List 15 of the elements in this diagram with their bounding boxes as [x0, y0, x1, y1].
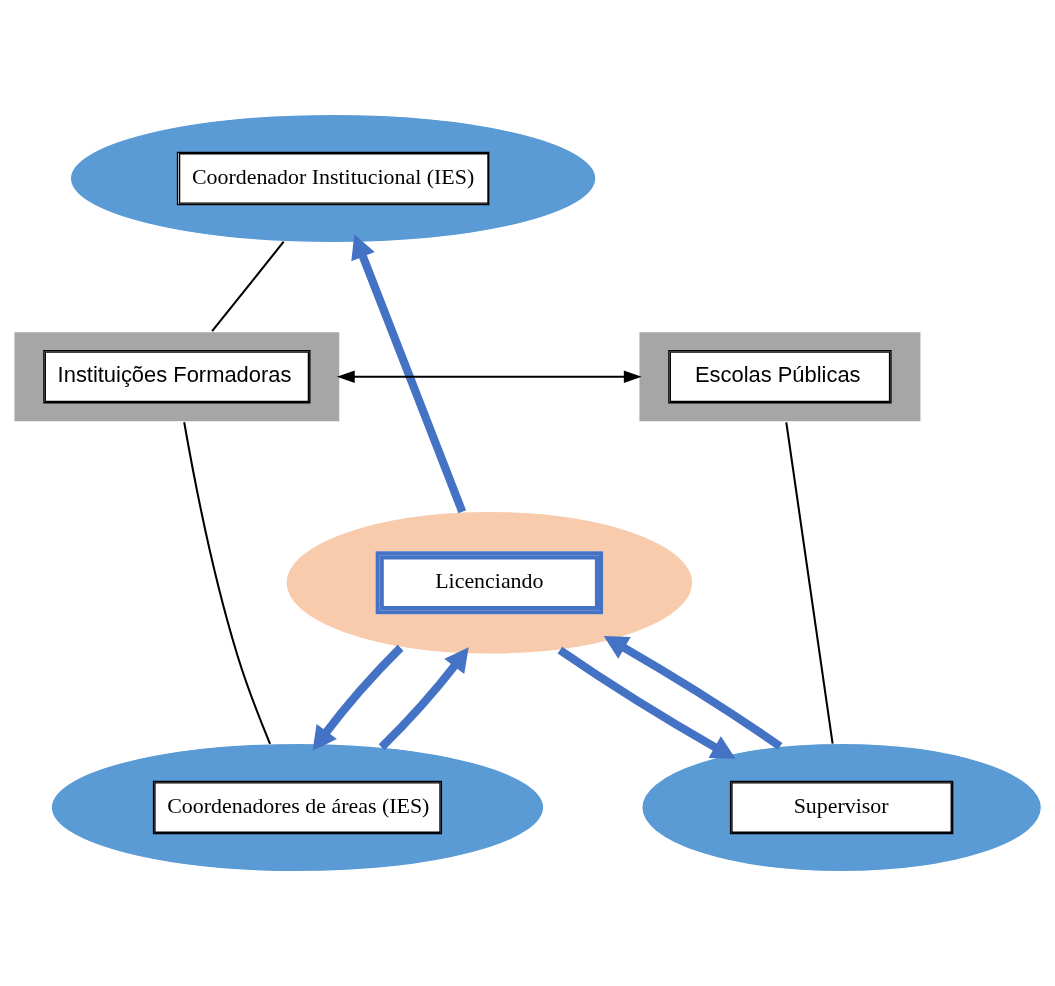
node-ellipse: Supervisor	[641, 742, 1043, 873]
arrow	[378, 647, 469, 751]
connector	[785, 422, 834, 744]
node-ellipse: Coordenador Institucional (IES)	[69, 113, 597, 244]
arrow	[336, 370, 642, 383]
node-box: Escolas Públicas	[638, 330, 922, 423]
connector	[211, 241, 285, 332]
connector	[183, 422, 271, 745]
node-box: Instituições Formadoras	[13, 330, 341, 423]
arrow	[557, 646, 736, 759]
node-ellipse: Coordenadores de áreas (IES)	[50, 742, 545, 873]
arrow	[603, 636, 783, 750]
arrow	[312, 644, 404, 751]
arrow	[351, 234, 467, 514]
node-ellipse: Licenciando	[285, 510, 694, 655]
